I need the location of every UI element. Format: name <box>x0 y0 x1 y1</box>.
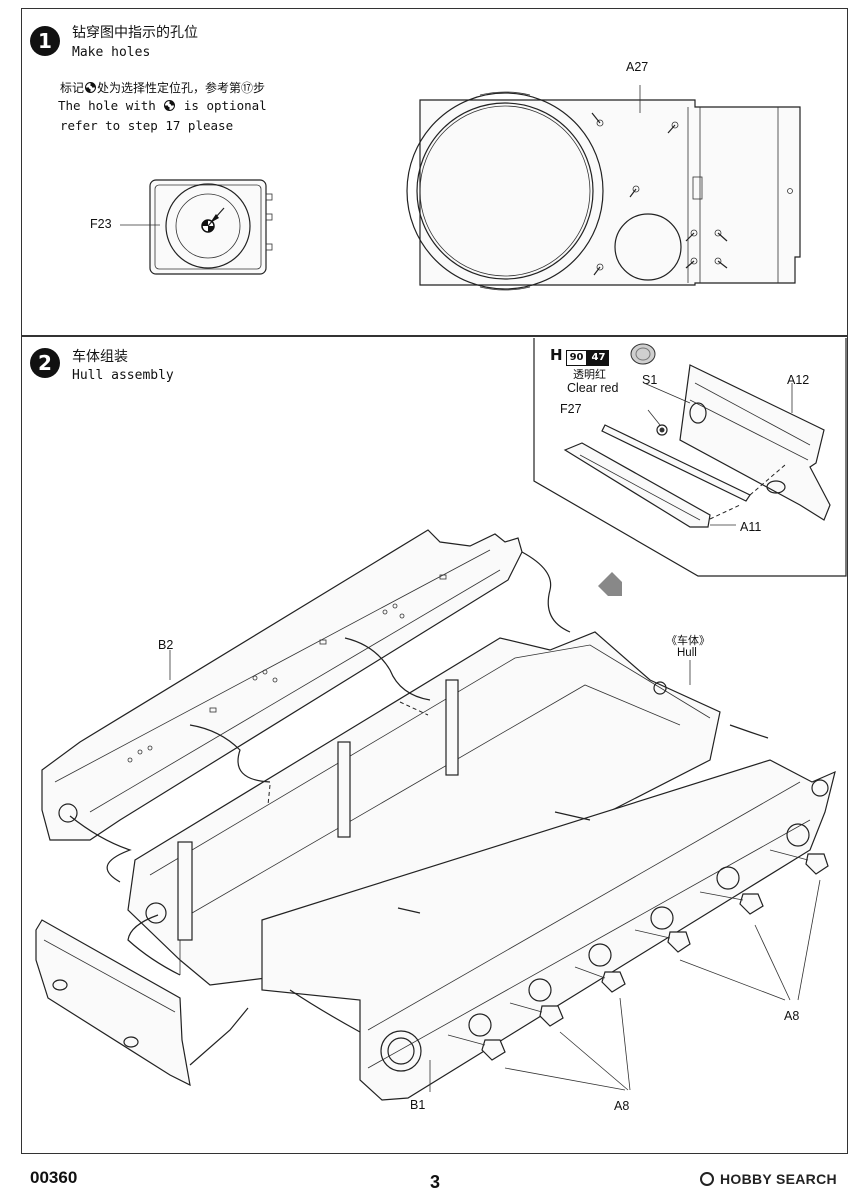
label-a11: A11 <box>740 520 762 534</box>
label-a8-bottom: A8 <box>614 1099 630 1113</box>
paint-letter: H <box>550 346 563 364</box>
paint-code-b: 47 <box>587 350 610 366</box>
step1-note-zh: 标记处为选择性定位孔，参考第⑰步 <box>60 78 265 98</box>
inset-drawing <box>563 364 831 528</box>
label-a8-right: A8 <box>784 1009 800 1023</box>
step1-title-en: Make holes <box>72 45 151 60</box>
inset-frame <box>533 338 847 577</box>
step2-frame <box>21 336 848 1154</box>
paint-code-a: 90 <box>565 350 588 366</box>
note-zh-pre: 标记 <box>60 81 85 95</box>
drill-marks <box>591 112 728 276</box>
note-en-line1-pre: The hole with <box>58 98 164 113</box>
label-a27: A27 <box>626 60 649 74</box>
paint-bottle-icon <box>630 343 656 365</box>
label-f23: F23 <box>90 217 112 231</box>
step1-note-en-line1: The hole with is optional <box>58 96 267 116</box>
paint-name-zh: 透明红 <box>573 368 606 381</box>
watermark-logo-icon <box>700 1172 714 1186</box>
hull-assembly-drawing <box>35 529 836 1101</box>
step1-number-badge: 1 <box>30 26 60 56</box>
step1-note-en-line2: refer to step 17 please <box>60 118 234 133</box>
label-hull-zh: 《车体》 <box>666 634 710 647</box>
optional-hole-symbol-icon <box>85 82 97 93</box>
part-f23-drawing <box>120 179 273 275</box>
label-hull-en: Hull <box>677 647 697 659</box>
watermark-text: HOBBY SEARCH <box>720 1171 837 1187</box>
label-b2: B2 <box>158 638 174 652</box>
step1-title-zh: 钻穿图中指示的孔位 <box>72 25 198 41</box>
label-b1: B1 <box>410 1098 426 1112</box>
step2-number-badge: 2 <box>30 348 60 378</box>
optional-hole-symbol-icon <box>164 100 176 111</box>
direction-arrow <box>598 572 622 596</box>
step2-title-zh: 车体组装 <box>72 349 128 365</box>
note-en-line1-post: is optional <box>183 98 267 113</box>
a8-arms <box>447 849 829 1061</box>
paint-name-en: Clear red <box>567 381 619 395</box>
step1-frame <box>21 8 848 336</box>
part-a27-drawing <box>406 85 801 291</box>
note-zh-post: 处为选择性定位孔，参考第⑰步 <box>97 81 266 95</box>
footer-kit-code: 00360 <box>30 1168 78 1187</box>
label-f27: F27 <box>560 402 582 416</box>
footer-page-number: 3 <box>430 1172 441 1192</box>
label-a12: A12 <box>787 373 810 387</box>
step2-title-en: Hull assembly <box>72 368 174 383</box>
